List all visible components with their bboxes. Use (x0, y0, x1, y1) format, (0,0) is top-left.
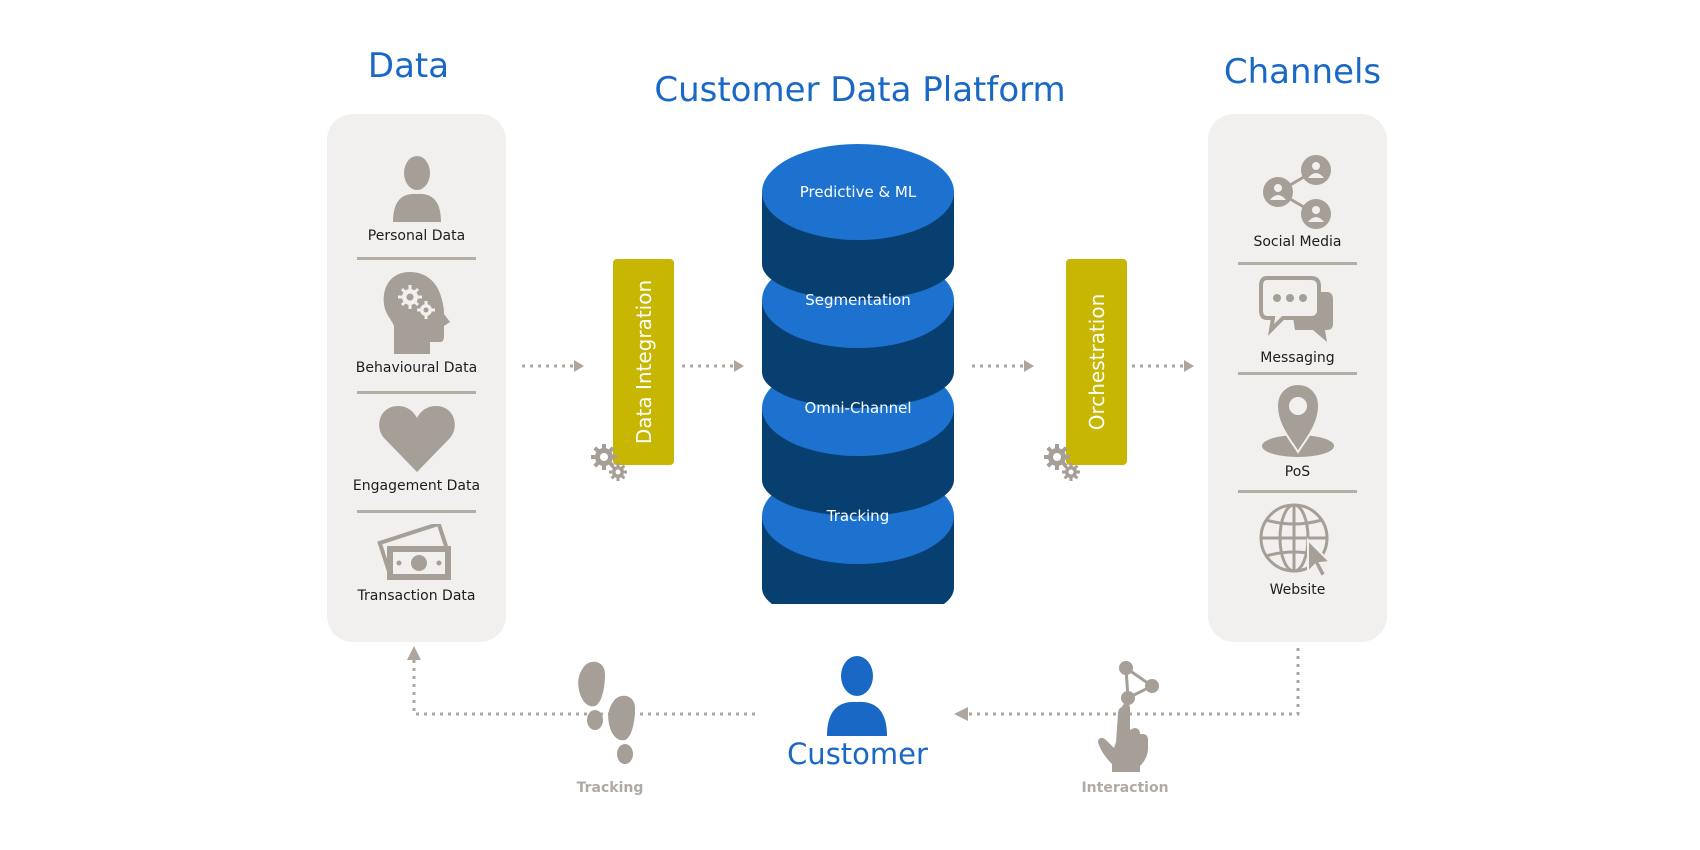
heart-icon (378, 406, 455, 472)
website-label: Website (1269, 582, 1326, 598)
channels-panel: Social Media Messaging PoS (1208, 114, 1387, 642)
channels-heading: Channels (1223, 52, 1382, 92)
personal-data-label: Personal Data (367, 228, 466, 244)
platform-heading: Customer Data Platform (654, 70, 1066, 110)
behavioural-data-item: Behavioural Data (327, 270, 506, 376)
orchestration-bar: Orchestration (1066, 259, 1127, 465)
behavioural-data-label: Behavioural Data (355, 360, 478, 376)
layer-label: Tracking (826, 507, 890, 525)
platform-database-stack (762, 144, 954, 604)
website-item: Website (1208, 502, 1387, 598)
engagement-data-label: Engagement Data (352, 478, 481, 494)
data-integration-bar: Data Integration (613, 259, 674, 465)
separator (357, 257, 476, 260)
chat-bubbles-icon (1258, 276, 1333, 342)
separator (357, 510, 476, 513)
location-pin-icon (1261, 382, 1334, 457)
separator (1238, 490, 1357, 493)
gears-icon (591, 444, 627, 481)
layer-label: Predictive & ML (799, 183, 917, 201)
head-gears-icon (383, 272, 450, 354)
interaction-loop-label: Interaction (1081, 780, 1169, 796)
layer-label: Segmentation (805, 291, 911, 309)
orchestration-label: Orchestration (1084, 293, 1109, 431)
personal-data-item: Personal Data (327, 154, 506, 244)
engagement-data-item: Engagement Data (327, 404, 506, 494)
transaction-data-item: Transaction Data (327, 524, 506, 604)
hand-touch-icon (1098, 661, 1159, 772)
customer-icon (827, 656, 887, 736)
tracking-loop-label: Tracking (576, 780, 644, 796)
separator (1238, 262, 1357, 265)
pos-label: PoS (1284, 464, 1311, 480)
social-network-icon (1262, 155, 1331, 229)
messaging-item: Messaging (1208, 274, 1387, 366)
gears-icon (1044, 444, 1080, 481)
layer-predictive-disc (762, 144, 954, 300)
customer-label: Customer (787, 737, 928, 771)
money-icon (376, 524, 451, 580)
separator (357, 391, 476, 394)
social-media-label: Social Media (1253, 234, 1342, 250)
footprints-icon (578, 661, 635, 764)
messaging-label: Messaging (1260, 350, 1335, 366)
transaction-data-label: Transaction Data (357, 588, 476, 604)
globe-cursor-icon (1259, 503, 1332, 578)
data-integration-label: Data Integration (631, 279, 656, 445)
pos-item: PoS (1208, 382, 1387, 480)
social-media-item: Social Media (1208, 154, 1387, 250)
data-panel: Personal Data Behavioural Data (327, 114, 506, 642)
separator (1238, 372, 1357, 375)
data-heading: Data (367, 46, 450, 86)
person-icon (392, 156, 441, 222)
layer-label: Omni-Channel (804, 399, 912, 417)
